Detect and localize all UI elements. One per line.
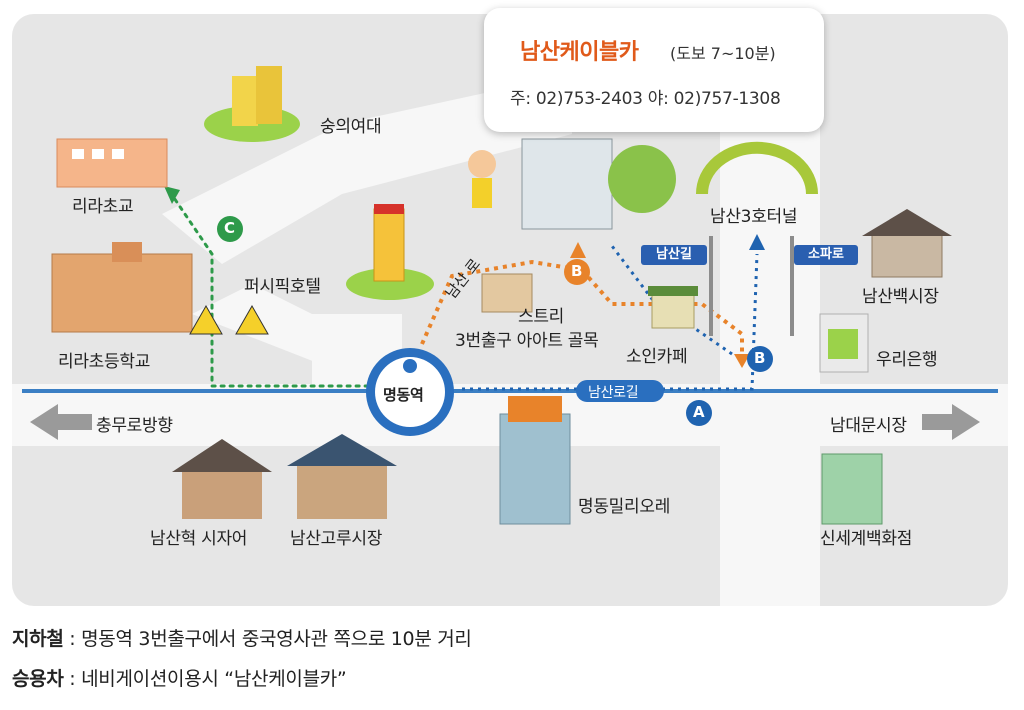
route-a-arrowhead xyxy=(749,234,765,250)
popup-title: 남산케이블카 xyxy=(520,40,639,65)
popup-phone-numbers: 주: 02)753-2403 야: 02)757-1308 xyxy=(510,89,781,109)
label-chungmuro: 충무로방향 xyxy=(96,416,173,436)
building-cable-car-station xyxy=(521,138,676,230)
marker-b-label: B xyxy=(571,262,583,280)
label-soin-cafe: 소인카페 xyxy=(626,347,688,367)
marker-c-label: C xyxy=(224,219,235,237)
footer-subway-text: : 명동역 3번출구에서 중국영사관 쪽으로 10분 거리 xyxy=(63,628,472,650)
lawn-pacific xyxy=(346,268,434,300)
building-street-art xyxy=(481,273,533,313)
label-street-art-1: 스트리 xyxy=(518,307,565,327)
label-golu-market: 남산고루시장 xyxy=(290,529,383,549)
person-figure xyxy=(468,150,496,208)
label-tunnel: 남산3호터널 xyxy=(710,207,798,227)
label-shinsegae: 신세계백화점 xyxy=(820,529,913,549)
footer-subway-label: 지하철 xyxy=(12,628,64,650)
sign-soparo: 소파로 xyxy=(794,245,858,265)
marker-b-circle xyxy=(564,259,590,285)
building-woori-bank xyxy=(819,313,869,373)
footer-subway: 지하철 : 명동역 3번출구에서 중국영사관 쪽으로 10분 거리 xyxy=(12,624,472,651)
footer-car: 승용차 : 네비게이션이용시 “남산케이블카” xyxy=(12,664,347,691)
route-b-arrowhead-down xyxy=(734,354,750,368)
building-soin-cafe xyxy=(648,286,698,329)
label-street-art-2: 3번출구 아아트 골목 xyxy=(455,331,599,351)
signpost-soparo xyxy=(790,236,794,336)
footer-car-label: 승용차 xyxy=(12,668,64,690)
popup-walk-time: (도보 7~10분) xyxy=(670,44,776,63)
marker-a-circle xyxy=(686,400,712,426)
route-a-line xyxy=(462,253,759,391)
label-woori: 우리은행 xyxy=(876,350,938,370)
building-hanok-village xyxy=(172,439,272,519)
building-lira-school xyxy=(51,242,193,333)
building-baek-market xyxy=(862,209,952,278)
route-c-arrowhead xyxy=(164,186,180,204)
building-shinsegae xyxy=(821,453,883,525)
station-label[interactable]: 명동역 xyxy=(383,386,424,404)
signpost-namsangil xyxy=(709,236,713,336)
station-disc xyxy=(375,357,445,427)
arrow-right-namdaemun xyxy=(922,404,980,440)
cable-car-info-popup: 남산케이블카 (도보 7~10분) 주: 02)753-2403 야: 02)7… xyxy=(484,8,824,132)
school-zone-sign-2 xyxy=(235,304,269,335)
station-dot xyxy=(403,359,417,373)
label-lira-school: 리라초등학교 xyxy=(58,352,151,372)
namsan-ro-gil-label: 남산로길 xyxy=(588,385,639,401)
tunnel-arch xyxy=(696,141,818,195)
school-zone-sign-1 xyxy=(189,304,223,335)
building-millioré xyxy=(499,396,571,525)
route-b-line xyxy=(420,259,744,359)
route-b-arrowhead-up xyxy=(570,242,586,258)
label-lira-elem: 리라초교 xyxy=(72,197,134,217)
label-pacific: 퍼시픽호텔 xyxy=(244,277,321,297)
marker-b2-circle xyxy=(747,346,773,372)
building-lira-elem xyxy=(56,138,168,188)
label-sungui: 숭의여대 xyxy=(320,117,382,137)
marker-b2-label: B xyxy=(754,349,766,367)
label-baek-market: 남산백시장 xyxy=(862,287,939,307)
route-c-line xyxy=(168,190,374,388)
footer-car-text: : 네비게이션이용시 “남산케이블카” xyxy=(63,668,347,690)
marker-a-label: A xyxy=(693,403,705,421)
building-pacific-hotel xyxy=(373,204,405,282)
label-hanok-village: 남산혁 시자어 xyxy=(150,529,248,549)
marker-c-circle xyxy=(217,216,243,242)
building-sungui xyxy=(232,66,282,126)
namsan-ro-gil-pill xyxy=(576,380,664,402)
sign-namsangil: 남산길 xyxy=(641,245,707,265)
label-millioré: 명동밀리오레 xyxy=(578,497,671,517)
arrow-left-chungmuro xyxy=(30,404,92,440)
building-golu-market xyxy=(287,434,397,519)
map-canvas xyxy=(12,14,1008,606)
label-namdaemun: 남대문시장 xyxy=(830,416,907,436)
